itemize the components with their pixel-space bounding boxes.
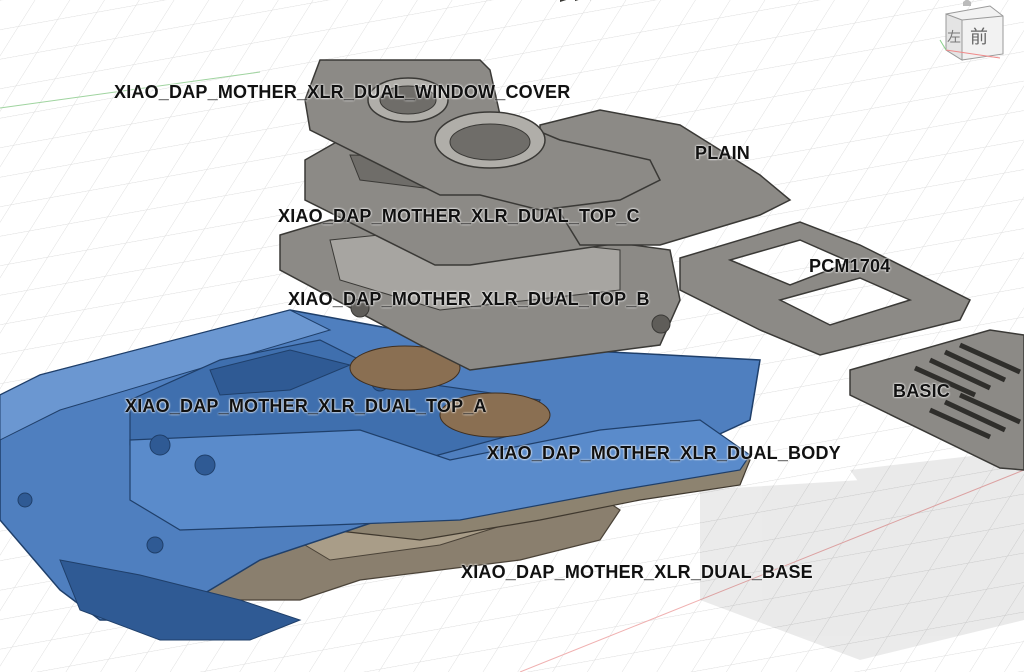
part-shadows xyxy=(700,450,1024,660)
viewcube-left-face[interactable]: 左 xyxy=(947,30,961,46)
part-plain[interactable] xyxy=(539,109,792,246)
axis-green xyxy=(0,71,261,109)
label-top-c: XIAO_DAP_MOTHER_XLR_DUAL_TOP_C xyxy=(278,206,640,226)
label-basic: BASIC xyxy=(893,381,951,401)
label-plain: PLAIN xyxy=(695,143,750,163)
speaker-discs xyxy=(349,345,551,438)
viewcube-front-face[interactable]: 前 xyxy=(970,27,988,48)
part-top-a-chassis[interactable] xyxy=(0,309,761,641)
viewcube[interactable]: 左 前 xyxy=(939,0,1004,61)
part-pcm1704[interactable] xyxy=(679,221,972,356)
part-basic[interactable] xyxy=(849,329,1024,471)
label-body: XIAO_DAP_MOTHER_XLR_DUAL_BODY xyxy=(487,443,841,463)
part-window-cover[interactable] xyxy=(304,0,662,211)
label-window-cover: XIAO_DAP_MOTHER_XLR_DUAL_WINDOW_COVER xyxy=(114,82,571,102)
label-top-a: XIAO_DAP_MOTHER_XLR_DUAL_TOP_A xyxy=(125,396,487,416)
label-pcm1704: PCM1704 xyxy=(809,256,891,276)
axis-red xyxy=(519,469,1024,672)
label-base: XIAO_DAP_MOTHER_XLR_DUAL_BASE xyxy=(461,562,813,582)
home-icon[interactable] xyxy=(963,0,971,6)
label-top-b: XIAO_DAP_MOTHER_XLR_DUAL_TOP_B xyxy=(288,289,650,309)
